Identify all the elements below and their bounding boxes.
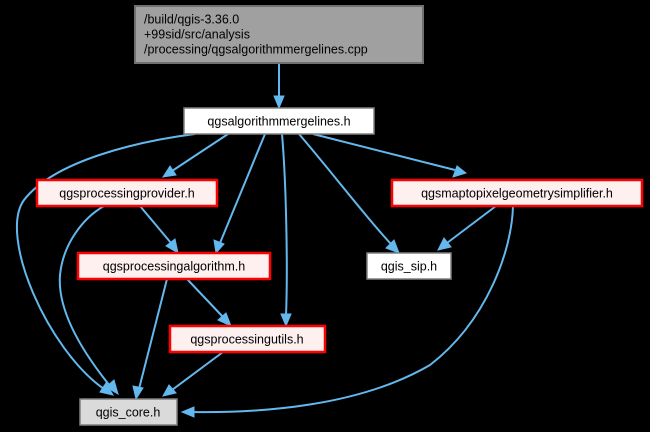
node-label: qgis_core.h (96, 405, 161, 419)
edge-path (298, 133, 392, 245)
node-box[interactable] (390, 178, 644, 208)
node-label: qgsprocessingutils.h (190, 332, 303, 346)
edge-path (312, 133, 456, 171)
edge-path (138, 278, 168, 390)
node-box[interactable] (35, 178, 219, 208)
edge-path (446, 205, 497, 244)
edge-layer (15, 63, 514, 418)
node-qgis-core-h[interactable]: qgis_core.h (79, 398, 178, 426)
edge-arrowhead (280, 313, 292, 328)
node-layer: /build/qgis-3.36.0 +99sid/src/analysis /… (35, 5, 644, 426)
edge-processingalgorithm-to-qgiscore (132, 278, 168, 401)
edge-path (281, 133, 288, 317)
edge-root-to-mergelines (273, 63, 285, 110)
node-box[interactable] (79, 398, 178, 426)
edge-mergelines-to-processingutils (280, 133, 292, 328)
edge-processingutils-to-qgiscore (162, 351, 224, 397)
edge-path (139, 205, 172, 244)
node-root-source-file[interactable]: /build/qgis-3.36.0 +99sid/src/analysis /… (134, 5, 424, 64)
node-label: qgsprocessingprovider.h (59, 186, 195, 200)
node-label-line-1: /build/qgis-3.36.0 (144, 12, 239, 26)
node-label-line-3: /processing/qgsalgorithmmergelines.cpp (144, 42, 368, 56)
edge-path (219, 133, 266, 244)
node-label: qgsalgorithmmergelines.h (207, 114, 350, 128)
node-qgsmaptopixelgeometrysimplifier-h[interactable]: qgsmaptopixelgeometrysimplifier.h (390, 178, 644, 208)
node-label-line-2: +99sid/src/analysis (144, 27, 250, 41)
edge-arrowhead (162, 384, 177, 397)
edge-arrowhead (213, 239, 225, 255)
node-box[interactable] (183, 107, 375, 135)
edge-mergelines-to-qgissip (298, 133, 400, 254)
edge-maptopixelsimplifier-to-qgissip (437, 205, 497, 251)
edge-arrowhead (437, 237, 452, 251)
edge-arrowhead (385, 239, 400, 254)
node-qgsprocessingalgorithm-h[interactable]: qgsprocessingalgorithm.h (76, 251, 272, 281)
edge-path (186, 278, 224, 318)
node-label: qgis_sip.h (381, 259, 437, 273)
edge-path (15, 133, 196, 390)
edge-arrowhead (273, 95, 285, 110)
edge-arrowhead (105, 379, 119, 396)
edge-path (191, 205, 514, 414)
node-box[interactable] (76, 251, 272, 281)
edge-mergelines-to-processingalgorithm (213, 133, 266, 255)
edge-path (171, 351, 224, 391)
node-box[interactable] (168, 324, 327, 354)
edge-arrowhead (165, 238, 179, 255)
edge-arrowhead (180, 406, 195, 418)
edge-maptopixelsimplifier-to-qgiscore (180, 205, 514, 418)
node-label: qgsmaptopixelgeometrysimplifier.h (421, 186, 613, 200)
edge-path (171, 133, 229, 172)
edge-arrowhead (217, 312, 232, 327)
node-qgsprocessingprovider-h[interactable]: qgsprocessingprovider.h (35, 178, 219, 208)
edge-mergelines-to-processingprovider (161, 133, 229, 178)
node-label: qgsprocessingalgorithm.h (103, 259, 245, 273)
node-box[interactable] (366, 252, 452, 280)
edge-arrowhead (452, 165, 468, 178)
edge-processingprovider-to-qgiscore (58, 205, 119, 396)
node-qgsprocessingutils-h[interactable]: qgsprocessingutils.h (168, 324, 327, 354)
edge-processingprovider-to-processingalgorithm (139, 205, 179, 255)
edge-mergelines-to-maptopixelsimplifier (312, 133, 468, 178)
node-qgsalgorithmmergelines-h[interactable]: qgsalgorithmmergelines.h (183, 107, 375, 135)
edge-arrowhead (161, 165, 177, 178)
edge-arrowhead (132, 385, 144, 401)
node-qgis-sip-h[interactable]: qgis_sip.h (366, 252, 452, 280)
node-box[interactable] (134, 5, 424, 64)
edge-path (58, 205, 111, 387)
edge-processingalgorithm-to-processingutils (186, 278, 232, 327)
